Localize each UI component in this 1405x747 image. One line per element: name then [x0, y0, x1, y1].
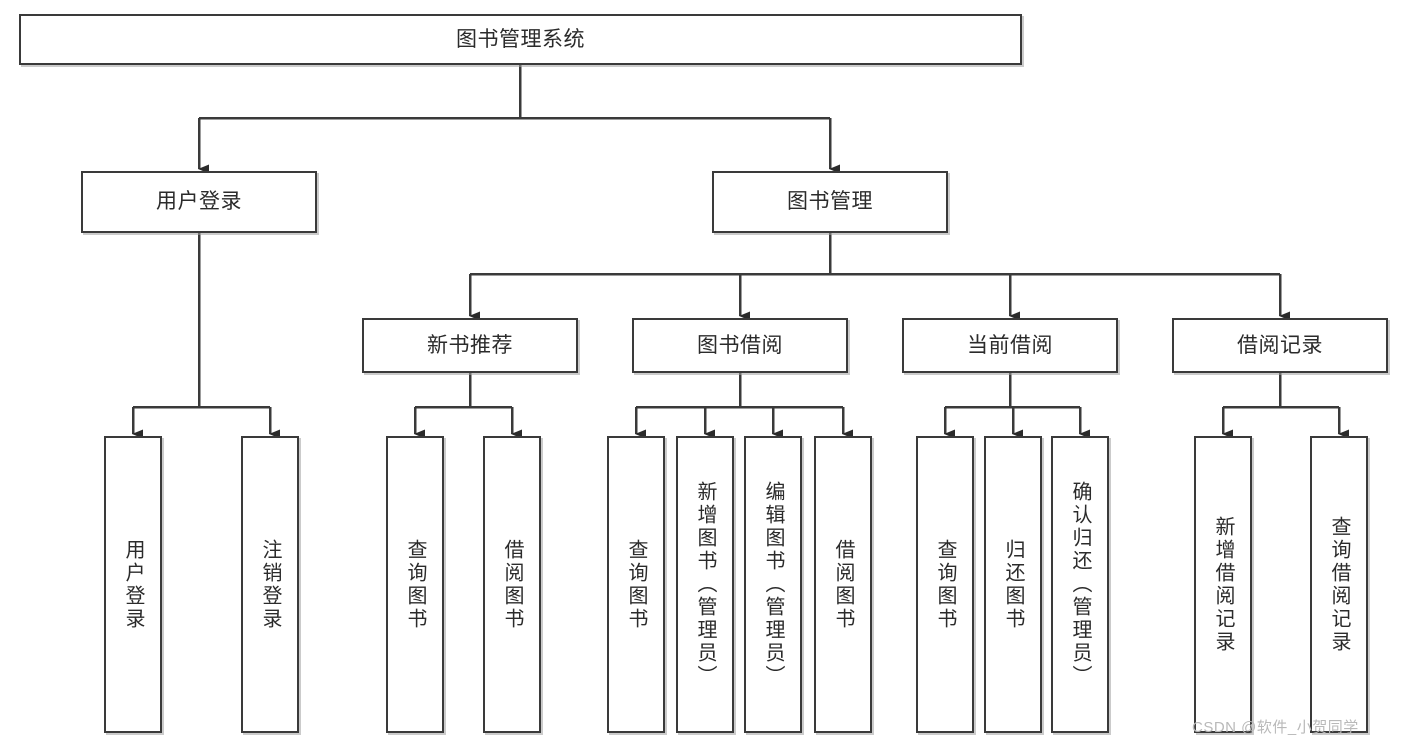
node-user-login-label: 用户登录: [156, 190, 242, 214]
node-user-login[interactable]: 用户登录: [81, 171, 317, 233]
node-current-borrow[interactable]: 当前借阅: [902, 318, 1118, 373]
leaf-add-borrow-record[interactable]: 新增借阅记录: [1194, 436, 1252, 733]
node-book-management[interactable]: 图书管理: [712, 171, 948, 233]
leaf-add-borrow-record-label: 新增借阅记录: [1212, 515, 1234, 654]
leaf-user-login[interactable]: 用户登录: [104, 436, 162, 733]
leaf-query-book-borrow[interactable]: 查询图书: [607, 436, 665, 733]
node-new-book-recommend[interactable]: 新书推荐: [362, 318, 578, 373]
leaf-confirm-return-admin-label: 确认归还（管理员）: [1069, 481, 1091, 688]
leaf-return-book[interactable]: 归还图书: [984, 436, 1042, 733]
leaf-query-book-borrow-label: 查询图书: [625, 538, 647, 631]
leaf-query-borrow-record[interactable]: 查询借阅记录: [1310, 436, 1368, 733]
leaf-user-login-label: 用户登录: [122, 538, 144, 631]
node-book-borrow[interactable]: 图书借阅: [632, 318, 848, 373]
leaf-logout-label: 注销登录: [259, 538, 281, 631]
leaf-borrow-book-new-label: 借阅图书: [501, 538, 523, 631]
leaf-query-book-current-label: 查询图书: [934, 538, 956, 631]
leaf-confirm-return-admin[interactable]: 确认归还（管理员）: [1051, 436, 1109, 733]
leaf-query-borrow-record-label: 查询借阅记录: [1328, 515, 1350, 654]
node-current-borrow-label: 当前借阅: [967, 333, 1053, 357]
leaf-edit-book-admin-label: 编辑图书（管理员）: [762, 481, 784, 688]
leaf-logout[interactable]: 注销登录: [241, 436, 299, 733]
node-borrow-record-label: 借阅记录: [1237, 333, 1323, 357]
node-book-borrow-label: 图书借阅: [697, 333, 783, 357]
leaf-query-book-new-label: 查询图书: [404, 538, 426, 631]
node-root[interactable]: 图书管理系统: [19, 14, 1022, 65]
leaf-borrow-book-label: 借阅图书: [832, 538, 854, 631]
leaf-add-book-admin-label: 新增图书（管理员）: [694, 481, 716, 688]
leaf-query-book-new[interactable]: 查询图书: [386, 436, 444, 733]
node-book-management-label: 图书管理: [787, 190, 873, 214]
leaf-return-book-label: 归还图书: [1002, 538, 1024, 631]
leaf-borrow-book[interactable]: 借阅图书: [814, 436, 872, 733]
leaf-edit-book-admin[interactable]: 编辑图书（管理员）: [744, 436, 802, 733]
leaf-borrow-book-new[interactable]: 借阅图书: [483, 436, 541, 733]
node-borrow-record[interactable]: 借阅记录: [1172, 318, 1388, 373]
leaf-query-book-current[interactable]: 查询图书: [916, 436, 974, 733]
node-root-label: 图书管理系统: [456, 27, 585, 51]
leaf-add-book-admin[interactable]: 新增图书（管理员）: [676, 436, 734, 733]
node-new-book-recommend-label: 新书推荐: [427, 333, 513, 357]
